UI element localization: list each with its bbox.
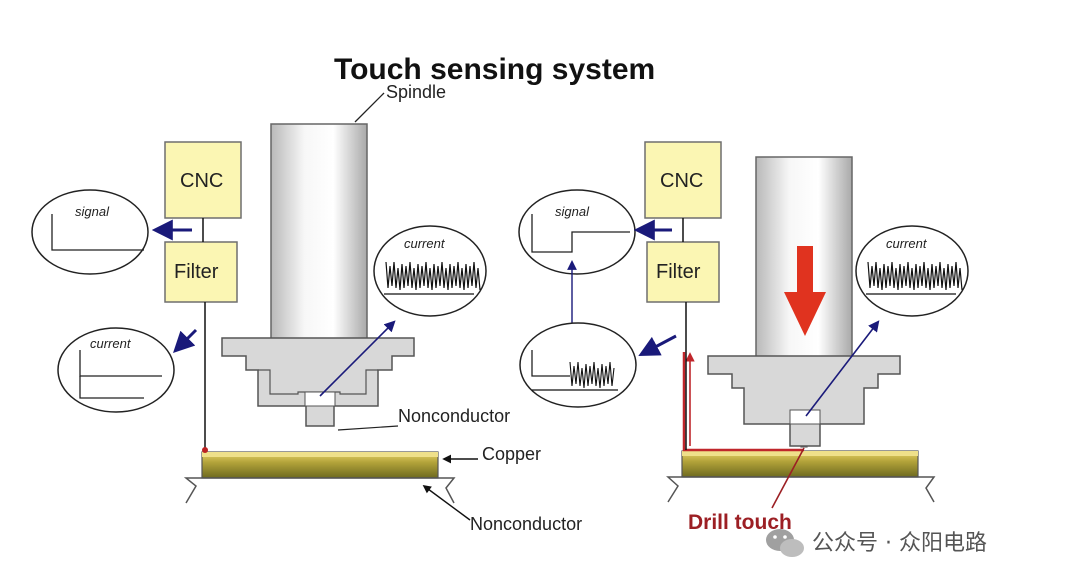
right-signal-text: signal [555,204,590,219]
red-down-arrow [784,246,826,336]
nonconductor-bottom-label: Nonconductor [470,514,582,534]
right-machine-table [666,476,936,503]
right-noise-waveform [867,261,963,291]
left-diagram: Spindle Nonconductor Copper Nonconductor… [31,82,582,534]
left-current-text-wire: current [90,336,132,351]
red-current-path [682,352,804,452]
nonconductor-top-label: Nonconductor [398,406,510,426]
right-diagram: Drill touch CNC Filter signal current [518,141,969,534]
watermark: 公众号 · 众阳电路 [766,529,987,557]
left-current-arrow [173,328,198,353]
wechat-icon [766,529,804,557]
drill-touch-leader [771,447,805,509]
copper-label: Copper [482,444,541,464]
left-noise-waveform [385,261,481,291]
left-cnc-label: CNC [180,170,223,192]
left-machine-table [183,477,456,504]
right-pressure-foot [707,355,901,447]
left-signal-bubble [31,189,149,275]
left-spindle-current-arrow [319,320,396,397]
left-pressure-foot [221,337,415,427]
right-current-text-spindle: current [886,236,928,251]
nonconductor-leader-line [337,425,399,431]
right-filter-box [646,241,720,303]
left-cnc-box [164,141,242,219]
left-signal-text: signal [75,204,110,219]
nonconductor-bottom-leader [422,485,471,521]
spindle-leader-line [354,92,385,123]
right-cnc-label: CNC [660,170,703,192]
right-current-arrow [638,334,677,356]
left-filter-box [164,241,238,303]
watermark-text: 公众号 · 众阳电路 [812,531,987,556]
left-current-text-spindle: current [404,236,446,251]
right-cnc-box [644,141,722,219]
spindle-label: Spindle [386,82,446,102]
page-title: Touch sensing system [334,53,655,86]
left-current-bubble-wire [57,327,175,413]
drill-touch-label: Drill touch [688,511,792,534]
right-spindle-current-arrow [805,320,880,417]
left-filter-label: Filter [174,261,219,283]
right-wire-noise-waveform [569,361,615,389]
right-filter-label: Filter [656,261,701,283]
